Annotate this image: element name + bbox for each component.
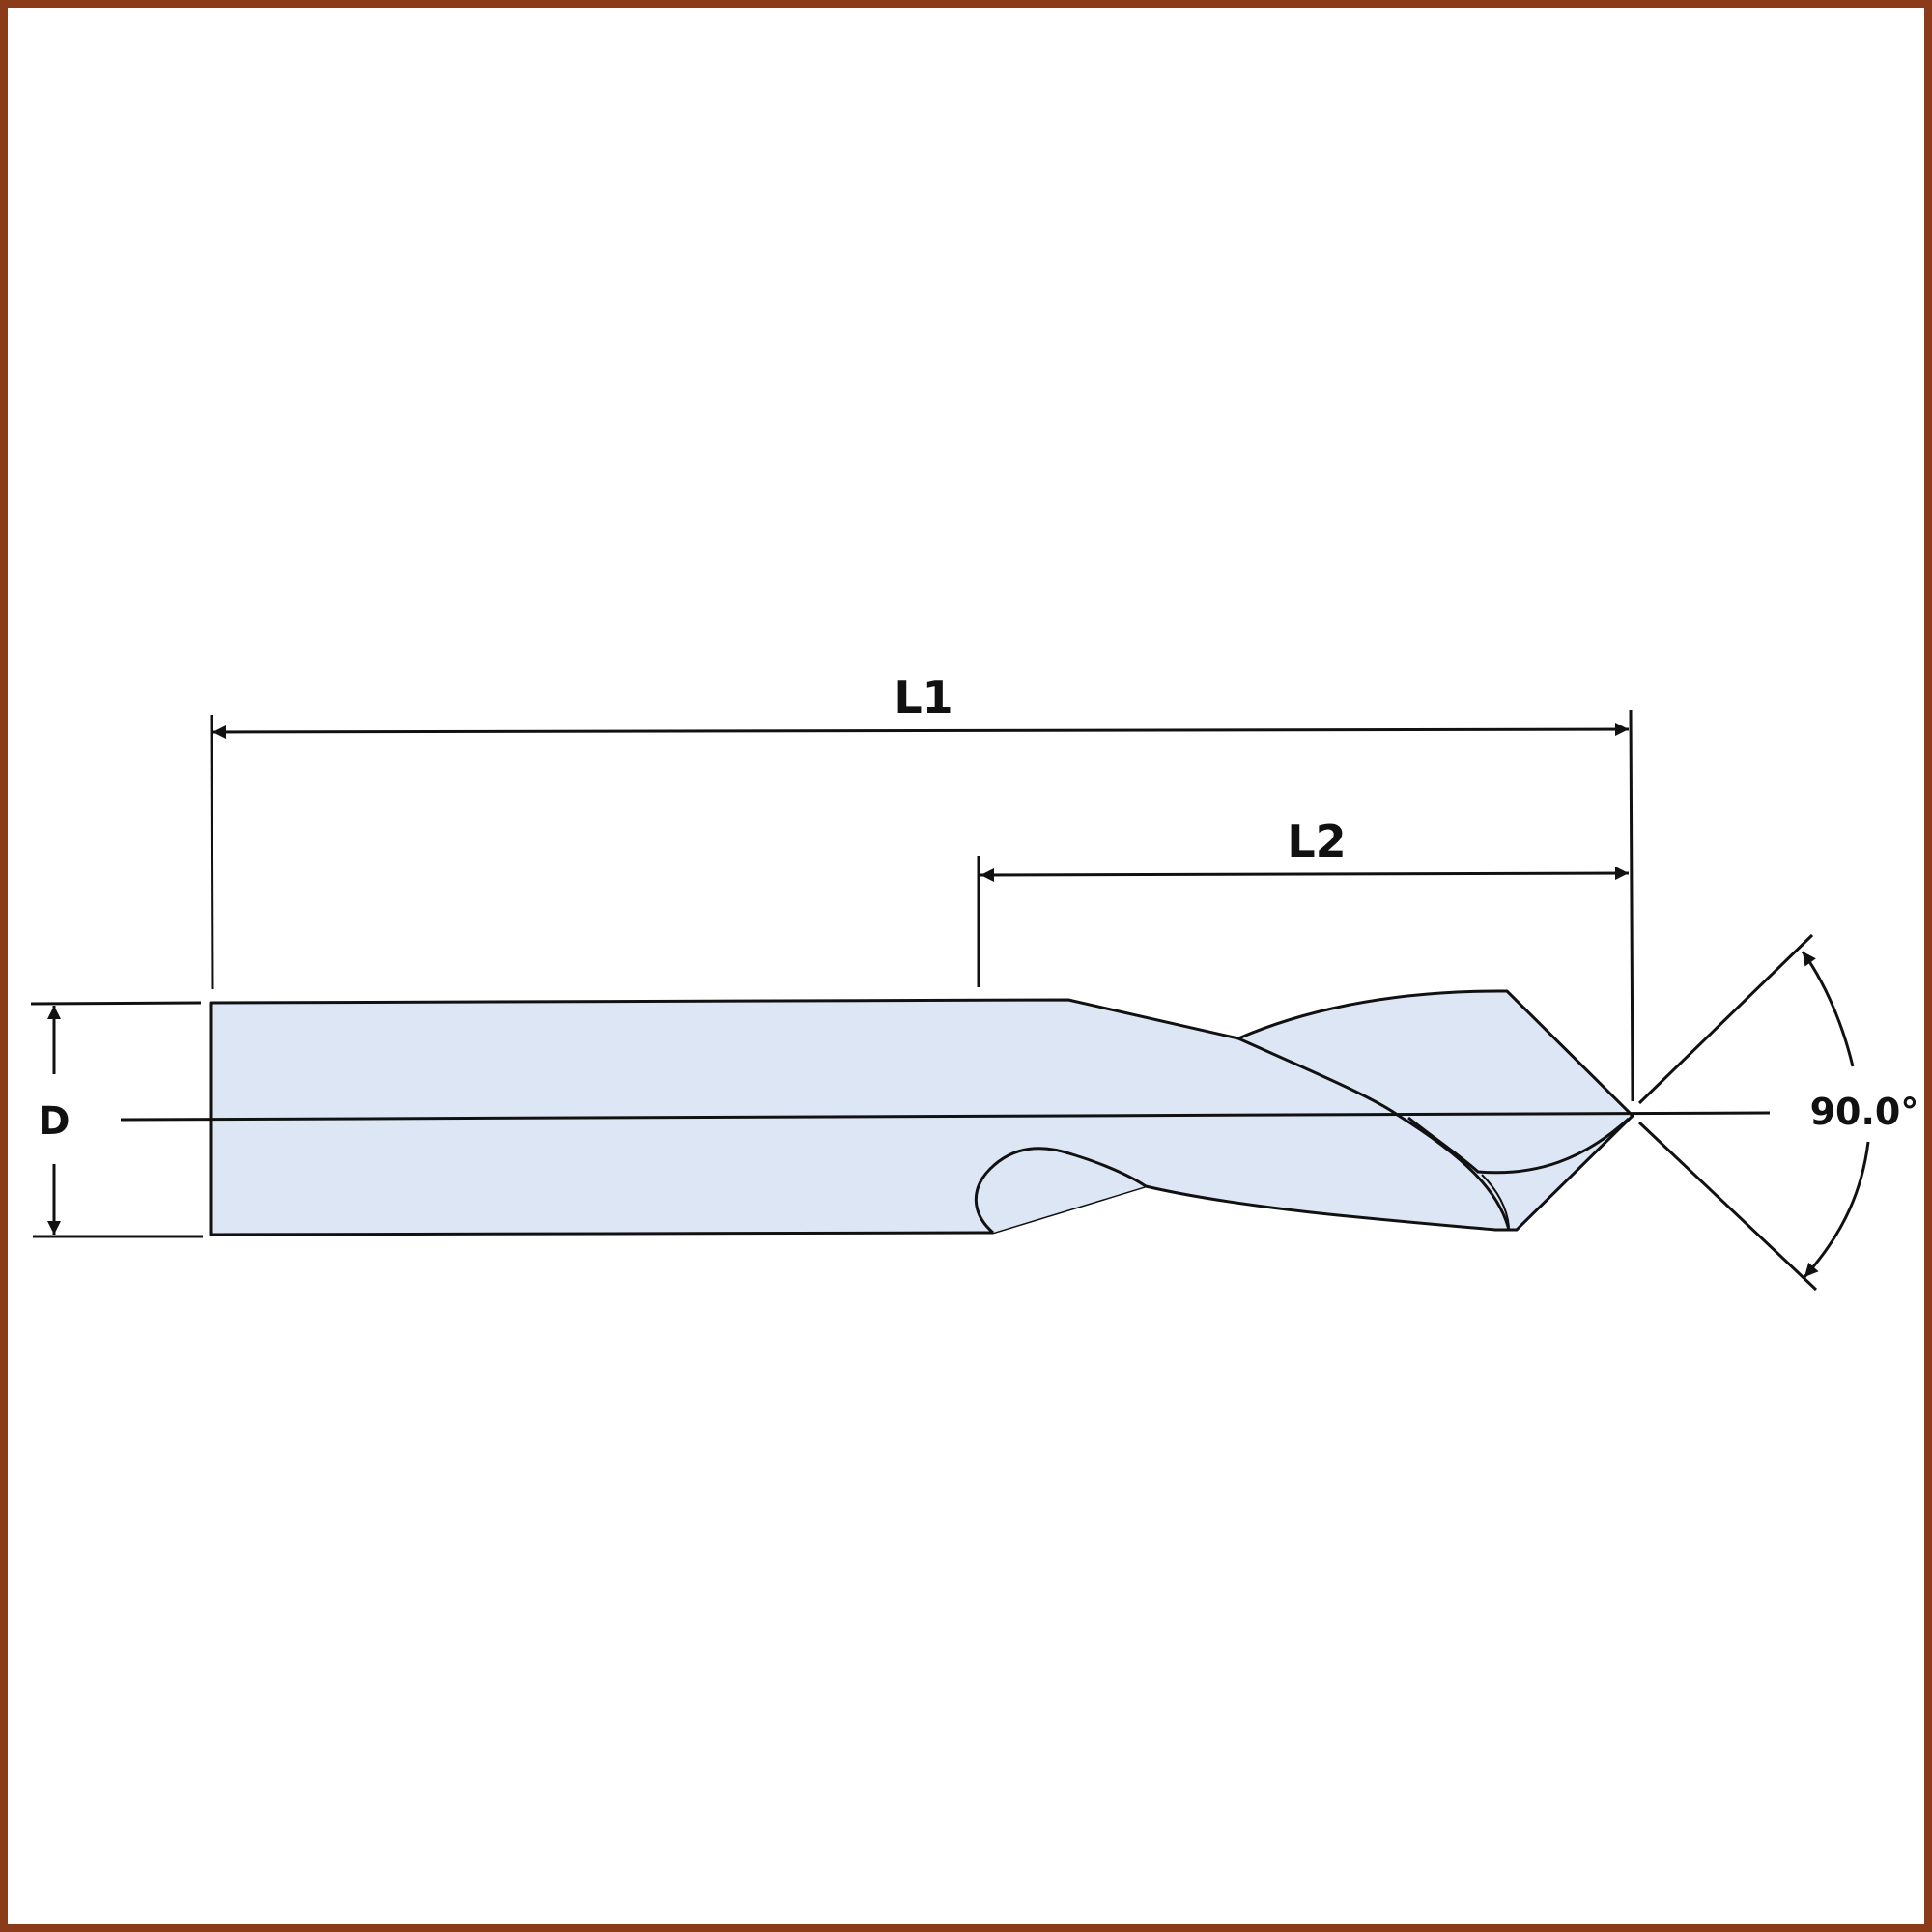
dimension-d: D: [38, 1006, 71, 1235]
extension-lines: [30, 709, 1634, 1238]
dimension-point-angle: 90.0°: [1637, 933, 1919, 1292]
dimension-l1: L1: [212, 671, 1630, 739]
flute-edge-lower: [1398, 1114, 1511, 1231]
flute-lip: [1481, 1174, 1510, 1228]
flute-relief: [974, 1147, 1147, 1235]
center-line: [120, 1111, 1771, 1122]
drill-body: [120, 989, 1771, 1236]
drill-outline: [209, 989, 1634, 1236]
label-l2: L2: [1287, 815, 1346, 867]
flute-heel: [1407, 1116, 1631, 1175]
dimension-l2: L2: [980, 815, 1630, 882]
label-d: D: [38, 1099, 70, 1144]
label-point-angle: 90.0°: [1810, 1091, 1919, 1133]
flute-edge-upper: [1237, 1037, 1400, 1118]
label-l1: L1: [894, 671, 952, 724]
